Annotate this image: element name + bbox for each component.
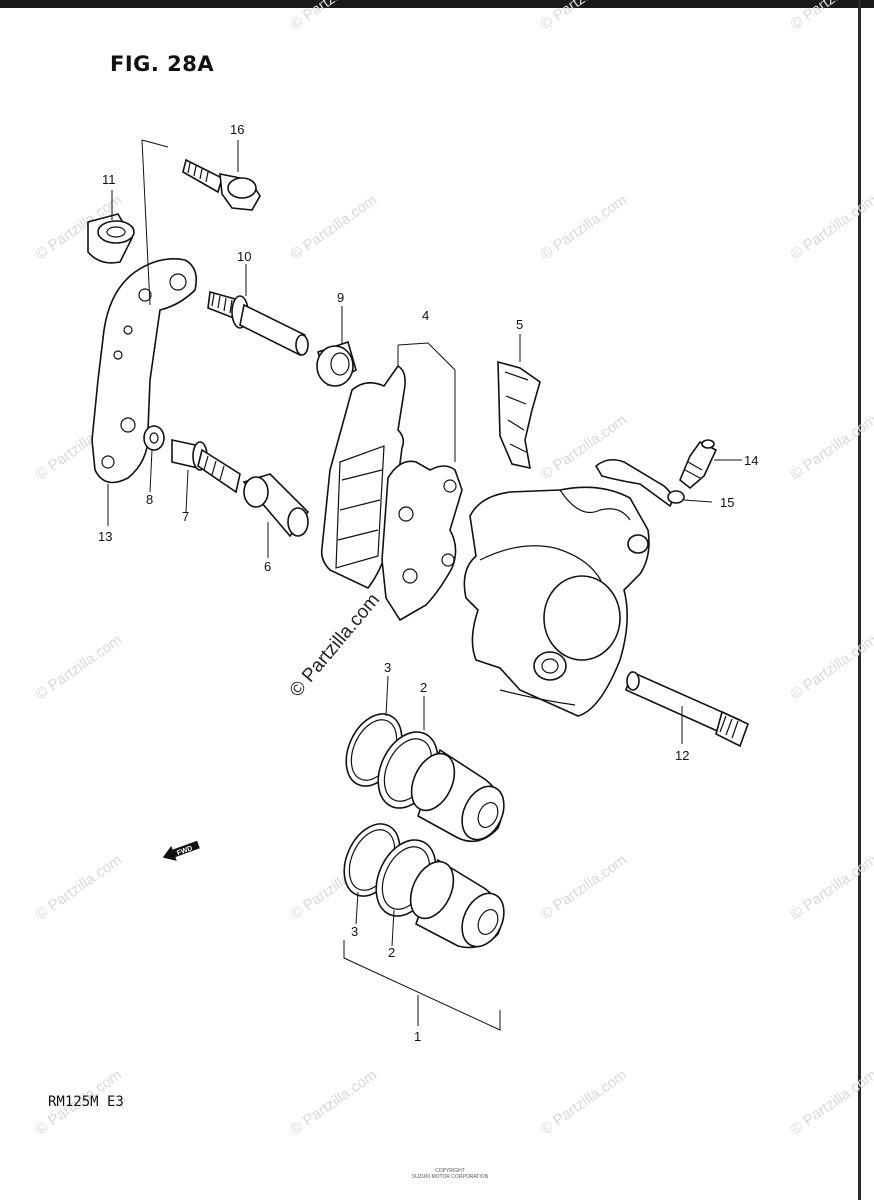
part-11-sleeve: [87, 213, 135, 264]
callout-1: 1: [414, 1029, 421, 1044]
callout-10: 10: [237, 249, 251, 264]
footer-line-2: SUZUKI MOTOR CORPORATION: [411, 1174, 489, 1180]
watermark: © Partzilla.com: [538, 851, 631, 923]
figure-title: FIG. 28A: [110, 52, 215, 76]
watermark: © Partzilla.com: [788, 851, 874, 923]
scan-edge-right: [858, 0, 861, 1200]
callout-3-upper: 3: [384, 660, 391, 675]
watermark: © Partzilla.com: [288, 1066, 381, 1138]
watermark-layer: © Partzilla.com © Partzilla.com © Partzi…: [33, 0, 874, 1138]
watermark: © Partzilla.com: [788, 191, 874, 263]
part-12-pin: [625, 670, 750, 748]
part-1-bracket-lines: [343, 940, 501, 1031]
callout-11: 11: [102, 172, 116, 187]
part-5-pad-spring: [497, 360, 541, 470]
watermark: © Partzilla.com: [33, 631, 126, 703]
part-14-bleeder: [679, 439, 718, 490]
leader-lines: [107, 140, 742, 947]
watermark: © Partzilla.com: [288, 191, 381, 263]
fwd-arrow-icon: FWD: [162, 840, 200, 861]
callout-12: 12: [675, 748, 689, 763]
callout-16: 16: [230, 122, 244, 137]
piston-assembly-lower: [343, 823, 505, 949]
callout-8: 8: [146, 492, 153, 507]
watermark: © Partzilla.com: [538, 1066, 631, 1138]
callout-15: 15: [720, 495, 734, 510]
watermark: © Partzilla.com: [788, 0, 874, 33]
part-9-boot: [316, 340, 357, 387]
fwd-label: FWD: [176, 845, 193, 857]
callout-6: 6: [264, 559, 271, 574]
callout-3-lower: 3: [351, 924, 358, 939]
model-code: RM125M E3: [48, 1094, 124, 1110]
callout-9: 9: [337, 290, 344, 305]
part-13-bracket: [91, 139, 198, 484]
callout-2-lower: 2: [388, 945, 395, 960]
callout-5: 5: [516, 317, 523, 332]
watermark: © Partzilla.com: [788, 411, 874, 483]
part-15-cap: [594, 458, 685, 508]
watermark: © Partzilla.com: [788, 1066, 874, 1138]
copyright-footer: COPYRIGHT SUZUKI MOTOR CORPORATION: [375, 1168, 525, 1180]
callout-14: 14: [744, 453, 758, 468]
callout-7: 7: [182, 509, 189, 524]
part-6-pin: [242, 473, 310, 538]
callout-4: 4: [422, 308, 429, 323]
part-16-bolt: [182, 158, 261, 211]
scan-edge-top: [0, 0, 874, 8]
watermark: © Partzilla.com: [788, 631, 874, 703]
watermark: © Partzilla.com: [288, 0, 381, 33]
callout-2-upper: 2: [420, 680, 427, 695]
part-10-pin: [207, 290, 309, 357]
watermark: © Partzilla.com: [538, 0, 631, 33]
part-8-washer: [143, 425, 165, 451]
part-7-pin: [171, 439, 241, 494]
callout-13: 13: [98, 529, 112, 544]
center-watermark: © Partzilla.com: [286, 590, 384, 702]
part-4-brake-pads: [320, 342, 463, 622]
caliper-body: [463, 486, 650, 717]
watermark: © Partzilla.com: [538, 191, 631, 263]
watermark: © Partzilla.com: [33, 851, 126, 923]
footer-line-1: COPYRIGHT: [435, 1168, 465, 1174]
piston-assembly-upper: [345, 713, 505, 843]
